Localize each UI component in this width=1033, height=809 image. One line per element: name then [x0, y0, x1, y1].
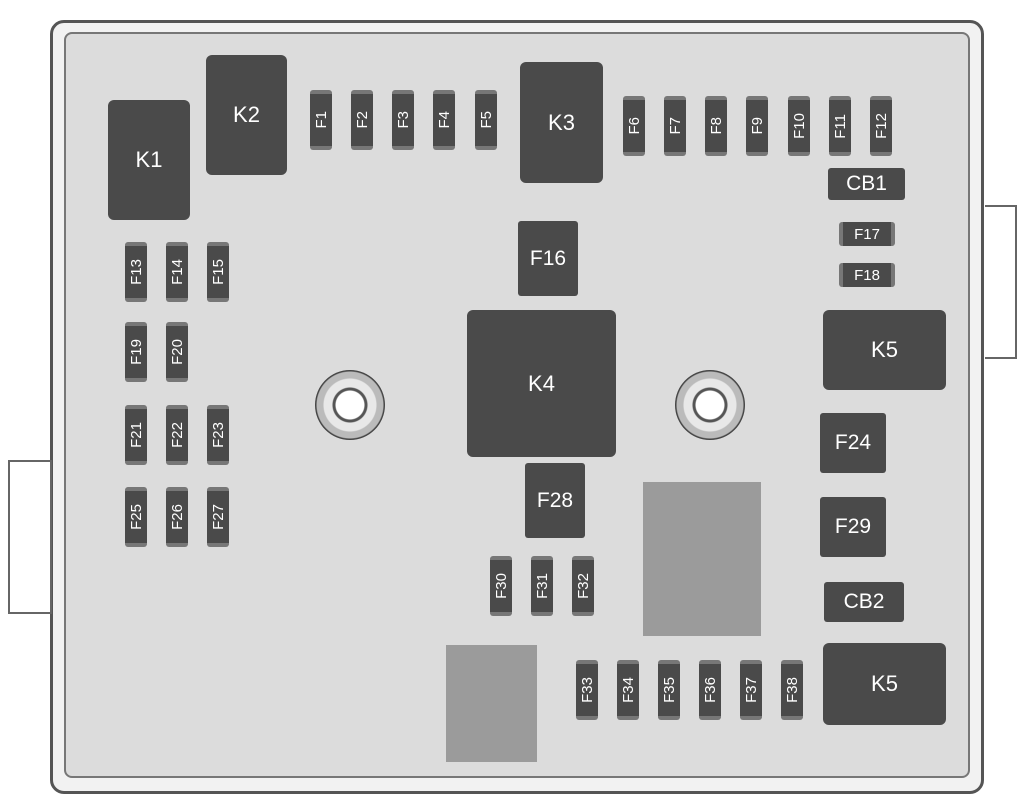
fuse-f17: F17 [839, 222, 895, 246]
label: F16 [529, 246, 567, 270]
fuse-f7: F7 [664, 96, 686, 156]
label: F30 [492, 573, 510, 599]
label: F26 [168, 504, 186, 530]
relay-k5-bottom: K5 [823, 643, 946, 725]
fuse-f29: F29 [820, 497, 886, 557]
relay-k4: K4 [467, 310, 616, 457]
fuse-f19: F19 [125, 322, 147, 382]
fuse-f1: F1 [310, 90, 332, 150]
label: F25 [127, 504, 145, 530]
label: K5 [871, 671, 898, 696]
label: F29 [834, 515, 872, 538]
label: F22 [168, 422, 186, 448]
fuse-f10: F10 [788, 96, 810, 156]
mounting-bolt-left [315, 370, 385, 440]
fuse-f9: F9 [746, 96, 768, 156]
label: F21 [127, 422, 145, 448]
label: F37 [742, 677, 760, 703]
fuse-f18: F18 [839, 263, 895, 287]
fuse-f23: F23 [207, 405, 229, 465]
label: F15 [209, 259, 227, 285]
label: F28 [536, 488, 574, 512]
fuse-f24: F24 [820, 413, 886, 473]
fuse-f38: F38 [781, 660, 803, 720]
label: F34 [619, 677, 637, 703]
label: K5 [871, 337, 898, 362]
fuse-f32: F32 [572, 556, 594, 616]
fuse-f33: F33 [576, 660, 598, 720]
fuse-f4: F4 [433, 90, 455, 150]
label: F36 [701, 677, 719, 703]
label: F1 [312, 111, 330, 129]
label: F14 [168, 259, 186, 285]
relay-k2: K2 [206, 55, 287, 175]
label: F24 [834, 431, 872, 454]
label: F18 [854, 266, 880, 284]
fuse-f5: F5 [475, 90, 497, 150]
label: F12 [872, 113, 890, 139]
fuse-f26: F26 [166, 487, 188, 547]
relay-k1: K1 [108, 100, 190, 220]
relay-k5-top: K5 [823, 310, 946, 390]
label: F7 [666, 117, 684, 135]
label: K4 [528, 370, 555, 396]
label: F8 [707, 117, 725, 135]
fuse-f14: F14 [166, 242, 188, 302]
fuse-f35: F35 [658, 660, 680, 720]
relay-k3: K3 [520, 62, 603, 183]
fuse-f2: F2 [351, 90, 373, 150]
fuse-f15: F15 [207, 242, 229, 302]
fuse-f11: F11 [829, 96, 851, 156]
fuse-f13: F13 [125, 242, 147, 302]
label: F31 [533, 573, 551, 599]
label: F20 [168, 339, 186, 365]
blank-slot [643, 482, 761, 636]
label: F35 [660, 677, 678, 703]
breaker-cb1: CB1 [828, 168, 905, 200]
fuse-f37: F37 [740, 660, 762, 720]
label: F32 [574, 573, 592, 599]
label: CB2 [843, 590, 885, 613]
fuse-f34: F34 [617, 660, 639, 720]
fuse-f16: F16 [518, 221, 578, 296]
fuse-f3: F3 [392, 90, 414, 150]
label: F19 [127, 339, 145, 365]
side-latch-right [985, 205, 1017, 359]
label: F9 [748, 117, 766, 135]
fuse-f20: F20 [166, 322, 188, 382]
label: F11 [831, 113, 849, 139]
fuse-f31: F31 [531, 556, 553, 616]
label: F3 [394, 111, 412, 129]
fuse-f22: F22 [166, 405, 188, 465]
fuse-f27: F27 [207, 487, 229, 547]
fuse-f30: F30 [490, 556, 512, 616]
label: F17 [854, 225, 880, 243]
label: CB1 [846, 172, 887, 195]
mounting-bolt-right [675, 370, 745, 440]
label: F23 [209, 422, 227, 448]
fuse-f28: F28 [525, 463, 585, 538]
label: K1 [135, 147, 163, 172]
label: F2 [353, 111, 371, 129]
label: K2 [233, 102, 260, 127]
fuse-f25: F25 [125, 487, 147, 547]
fuse-f8: F8 [705, 96, 727, 156]
label: F6 [625, 117, 643, 135]
label: F13 [127, 259, 145, 285]
fuse-f12: F12 [870, 96, 892, 156]
label: F33 [578, 677, 596, 703]
fuse-f21: F21 [125, 405, 147, 465]
breaker-cb2: CB2 [824, 582, 904, 622]
label: F27 [209, 504, 227, 530]
label: F4 [435, 111, 453, 129]
label: F5 [477, 111, 495, 129]
side-latch [8, 460, 52, 614]
fuse-f6: F6 [623, 96, 645, 156]
label: F10 [790, 113, 808, 139]
fuse-f36: F36 [699, 660, 721, 720]
blank-slot-bottom [446, 645, 537, 762]
label: K3 [548, 109, 575, 135]
label: F38 [783, 677, 801, 703]
